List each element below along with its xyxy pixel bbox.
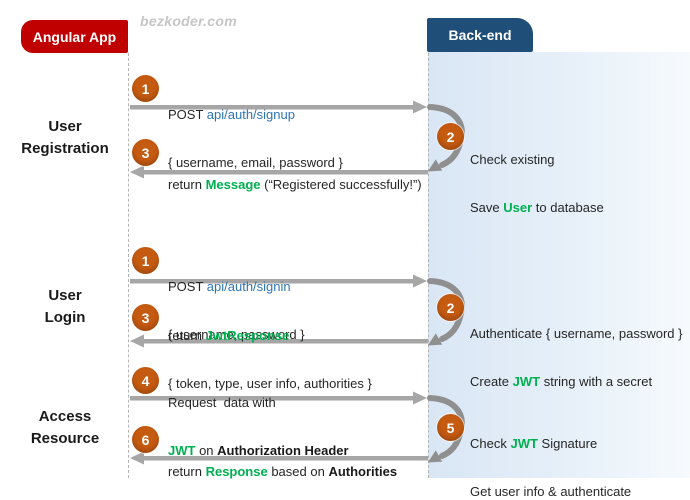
endpoint-signin: api/auth/signin [206, 279, 291, 294]
message-line: return Response based on Authorities [168, 464, 397, 480]
message-signup-response: return Message (“Registered successfully… [168, 145, 422, 225]
entity-jwt: JWT [512, 374, 541, 389]
section-user-registration: User Registration [0, 116, 130, 160]
text-segment: POST [168, 279, 207, 294]
text-authorization-header: Authorization Header [217, 443, 349, 458]
message-line: return JwtResponse [168, 328, 372, 344]
message-check-jwt: Check JWT Signature Get user info & auth… [470, 404, 662, 500]
message-line: { username, password } [168, 327, 305, 342]
text-segment: (“Registered successfully!”) [260, 177, 422, 192]
entity-jwt: JWT [168, 443, 196, 458]
step-badge-access-5: 5 [437, 414, 464, 441]
section-label-line: Login [44, 309, 86, 326]
message-line: JWT on Authorization Header [168, 443, 349, 459]
message-resource-request: Request data with JWT on Authorization H… [168, 363, 349, 491]
message-line: { username, email, password } [168, 155, 343, 170]
arrow-resource-response [130, 451, 428, 465]
text-segment: return [168, 464, 206, 479]
section-label-line: User [48, 287, 82, 304]
arrow-signup-response [130, 165, 428, 179]
text-segment: on [195, 443, 218, 458]
arrow-signup-request [130, 100, 427, 114]
text-segment: Check [470, 436, 511, 451]
message-line: { token, type, user info, authorities } [168, 376, 372, 391]
step-badge-reg-1: 1 [132, 75, 159, 102]
arrow-signin-response [130, 334, 428, 348]
backend-activity-band [428, 52, 690, 478]
step-badge-login-1: 1 [132, 247, 159, 274]
text-segment: return [168, 177, 206, 192]
text-segment: string with a secret [540, 374, 653, 389]
actor-back-end: Back-end [427, 18, 533, 52]
arrow-resource-request [130, 391, 427, 405]
entity-response: Response [205, 464, 268, 479]
section-label-line: User [48, 118, 82, 135]
text-segment: to database [532, 200, 604, 215]
message-line: Check JWT Signature [470, 436, 662, 452]
step-badge-login-3: 3 [132, 304, 159, 331]
message-signup-request: POST api/auth/signup { username, email, … [168, 75, 343, 203]
text-segment: Create [470, 374, 513, 389]
angular-lifeline [128, 53, 129, 478]
actor-angular-label: Angular App [32, 28, 117, 45]
message-check-existing: Check existing Save User to database [470, 120, 604, 248]
step-badge-login-2: 2 [437, 294, 464, 321]
step-badge-reg-3: 3 [132, 139, 159, 166]
message-line: Save User to database [470, 200, 604, 216]
message-signin-response: return JwtResponse { token, type, user i… [168, 296, 372, 424]
text-segment: POST [168, 107, 207, 122]
endpoint-signup: api/auth/signup [206, 107, 295, 122]
message-line: Create JWT string with a secret [470, 374, 682, 390]
text-segment: Save [470, 200, 504, 215]
entity-jwt: JWT [510, 436, 538, 451]
section-label-line: Resource [30, 430, 100, 447]
message-line: Request data with [168, 395, 276, 410]
message-line: Check existing [470, 152, 555, 167]
backend-lifeline [428, 53, 429, 478]
text-authorities: Authorities [328, 464, 398, 479]
arrow-signin-request [130, 274, 427, 288]
step-badge-access-6: 6 [132, 426, 159, 453]
section-label-line: Registration [21, 140, 109, 157]
message-line: POST api/auth/signin [168, 279, 305, 295]
entity-user: User [503, 200, 533, 215]
entity-message: Message [205, 177, 261, 192]
text-segment: based on [267, 464, 329, 479]
step-badge-reg-2: 2 [437, 123, 464, 150]
actor-angular-app: Angular App [21, 20, 128, 53]
watermark-bezkoder: bezkoder.com [140, 13, 237, 29]
entity-jwtresponse: JwtResponse [205, 328, 290, 343]
text-segment: return [168, 328, 206, 343]
section-user-login: User Login [0, 285, 130, 329]
actor-backend-label: Back-end [448, 27, 512, 43]
message-authenticate: Authenticate { username, password } Crea… [470, 294, 682, 422]
text-segment: Signature [537, 436, 598, 451]
message-line: POST api/auth/signup [168, 107, 343, 123]
message-signin-request: POST api/auth/signin { username, passwor… [168, 247, 305, 375]
message-line: Authenticate { username, password } [470, 326, 683, 341]
section-access-resource: Access Resource [0, 406, 130, 450]
step-badge-access-4: 4 [132, 367, 159, 394]
section-label-line: Access [38, 408, 92, 425]
message-resource-response: return Response based on Authorities [168, 432, 397, 500]
message-line: Get user info & authenticate [470, 484, 632, 499]
message-line: return Message (“Registered successfully… [168, 177, 422, 193]
